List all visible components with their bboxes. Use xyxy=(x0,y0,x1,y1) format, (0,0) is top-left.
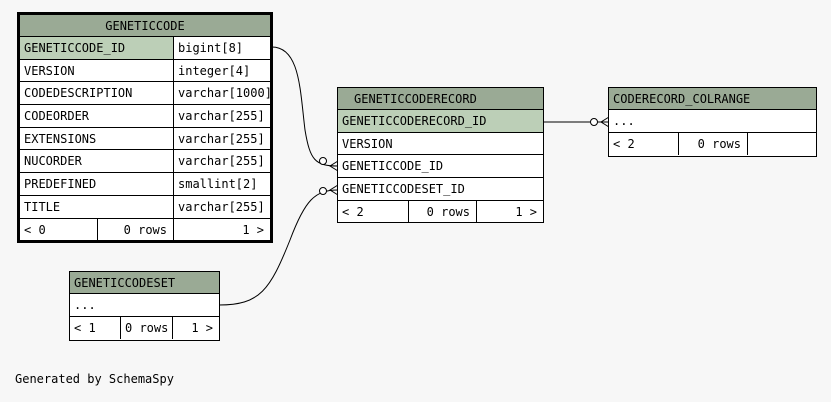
column-type: varchar[255] xyxy=(173,105,270,127)
table-row[interactable]: ... xyxy=(609,110,816,133)
columns-ellipsis: ... xyxy=(74,298,96,312)
column-name: GENETICCODE_ID xyxy=(342,159,444,174)
table-title[interactable]: GENETICCODESET xyxy=(70,272,219,294)
row-count: 0 rows xyxy=(408,200,476,224)
table-row[interactable]: CODEDESCRIPTION varchar[1000] xyxy=(20,82,270,106)
column-name: GENETICCODESET_ID xyxy=(342,182,465,197)
row-count: 0 rows xyxy=(120,316,172,340)
column-name: VERSION xyxy=(24,63,75,78)
table-geneticcodeset[interactable]: GENETICCODESET ... < 1 0 rows 1 > xyxy=(69,271,220,341)
column-name: GENETICCODERECORD_ID xyxy=(338,110,543,132)
column-name: TITLE xyxy=(24,199,61,214)
column-name: EXTENSIONS xyxy=(24,131,97,146)
table-row[interactable]: EXTENSIONS varchar[255] xyxy=(20,127,270,151)
relation-geneticcodeset-to-record xyxy=(218,189,339,306)
footer-empty-cell xyxy=(747,132,816,156)
table-row[interactable]: VERSION xyxy=(338,133,543,156)
table-row[interactable]: CODEORDER varchar[255] xyxy=(20,105,270,128)
table-geneticcode[interactable]: GENETICCODE GENETICCODE_ID bigint[8] VER… xyxy=(17,12,273,243)
generated-by-label: Generated by SchemaSpy xyxy=(15,372,174,386)
relation-geneticcode-optional-circle xyxy=(319,157,327,165)
column-type: bigint[8] xyxy=(173,37,270,59)
table-title[interactable]: CODERECORD_COLRANGE xyxy=(609,88,816,110)
relation-geneticcodeset-optional-circle xyxy=(319,187,327,195)
table-row[interactable]: GENETICCODESET_ID xyxy=(338,178,543,201)
table-geneticcoderecord[interactable]: GENETICCODERECORD GENETICCODERECORD_ID V… xyxy=(337,87,544,224)
table-row[interactable]: GENETICCODE_ID xyxy=(338,155,543,179)
parents-count[interactable]: < 2 xyxy=(613,136,635,151)
relation-colrange-optional-circle xyxy=(590,118,598,126)
row-count: 0 rows xyxy=(678,132,747,156)
column-name: CODEORDER xyxy=(24,109,90,124)
table-row[interactable]: GENETICCODE_ID bigint[8] xyxy=(20,37,270,60)
parents-count[interactable]: < 2 xyxy=(342,204,364,219)
table-row[interactable]: NUCORDER varchar[255] xyxy=(20,150,270,174)
relation-geneticcode-crowfoot xyxy=(329,160,339,172)
column-type: varchar[1000] xyxy=(173,82,270,105)
relation-geneticcodeset-crowfoot xyxy=(329,184,339,196)
row-count: 0 rows xyxy=(97,218,173,242)
column-type: varchar[255] xyxy=(173,195,270,218)
table-row[interactable]: VERSION integer[4] xyxy=(20,59,270,83)
columns-ellipsis: ... xyxy=(613,114,635,128)
table-footer: < 0 0 rows 1 > xyxy=(20,218,270,242)
relation-colrange-crowfoot xyxy=(600,116,610,128)
column-name: CODEDESCRIPTION xyxy=(24,86,133,101)
table-footer: < 2 0 rows xyxy=(609,132,816,156)
table-row[interactable]: ... xyxy=(70,294,219,317)
relation-geneticcode-to-record xyxy=(269,46,339,167)
table-title[interactable]: GENETICCODERECORD xyxy=(338,88,543,110)
children-count[interactable]: 1 > xyxy=(173,218,270,242)
table-footer: < 2 0 rows 1 > xyxy=(338,200,543,224)
column-name: VERSION xyxy=(342,136,393,151)
column-type: smallint[2] xyxy=(173,173,270,195)
column-type: integer[4] xyxy=(173,59,270,82)
table-footer: < 1 0 rows 1 > xyxy=(70,316,219,340)
column-type: varchar[255] xyxy=(173,127,270,150)
table-row[interactable]: GENETICCODERECORD_ID xyxy=(338,110,543,133)
column-type: varchar[255] xyxy=(173,150,270,173)
column-name: PREDEFINED xyxy=(24,177,97,192)
table-title[interactable]: GENETICCODE xyxy=(20,15,270,37)
table-row[interactable]: TITLE varchar[255] xyxy=(20,195,270,219)
parents-count[interactable]: < 1 xyxy=(74,320,96,335)
column-name: GENETICCODE_ID xyxy=(20,37,173,59)
parents-count[interactable]: < 0 xyxy=(24,222,46,237)
column-name: NUCORDER xyxy=(24,154,82,169)
children-count[interactable]: 1 > xyxy=(172,316,219,340)
table-coderecord-colrange[interactable]: CODERECORD_COLRANGE ... < 2 0 rows xyxy=(608,87,817,157)
children-count[interactable]: 1 > xyxy=(476,200,543,224)
table-row[interactable]: PREDEFINED smallint[2] xyxy=(20,173,270,196)
